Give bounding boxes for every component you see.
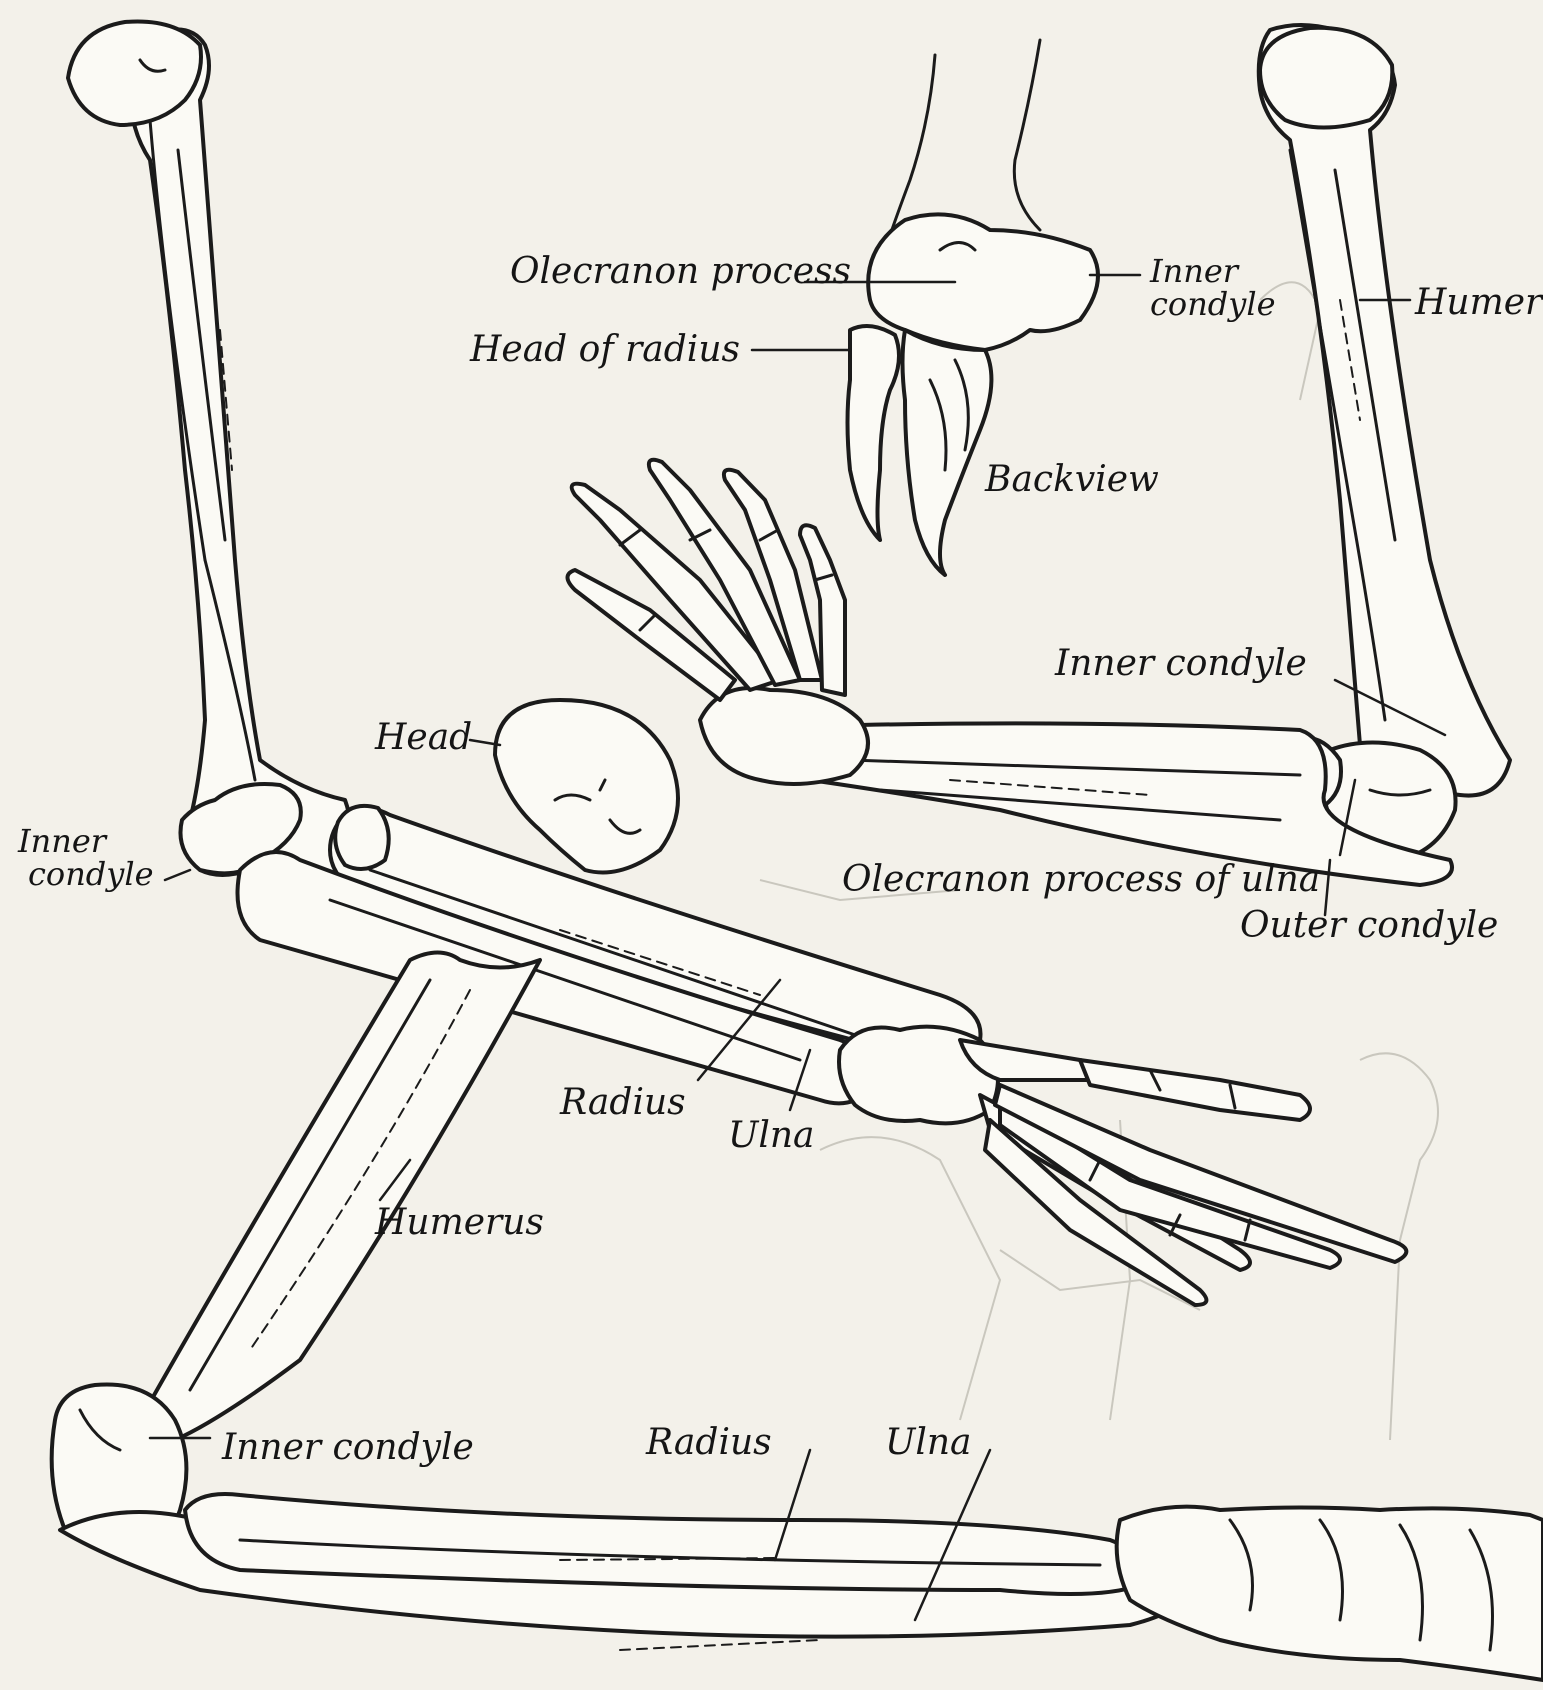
- label-inner-condyle-back-line1: Inner: [1150, 255, 1238, 287]
- backview-radius-head: [848, 326, 900, 540]
- label-radius-mid: Radius: [560, 1085, 686, 1121]
- label-head: Head: [375, 720, 472, 756]
- label-inner-condyle-bottom: Inner condyle: [222, 1430, 474, 1466]
- label-outer-condyle: Outer condyle: [1240, 908, 1498, 944]
- label-head-of-radius: Head of radius: [470, 332, 740, 368]
- label-ulna-bottom: Ulna: [885, 1425, 972, 1461]
- label-olecranon-process: Olecranon process: [510, 254, 851, 290]
- label-radius-bottom: Radius: [646, 1425, 772, 1461]
- right-arm-figure: [797, 25, 1510, 885]
- label-inner-condyle-back-line2: condyle: [1150, 288, 1276, 320]
- upper-left-arm-figure: [68, 21, 981, 1103]
- head-sphere: [495, 700, 678, 873]
- bottom-humerus: [140, 953, 540, 1441]
- mid-hand: [839, 1027, 1406, 1305]
- label-humer: Humer: [1415, 285, 1542, 321]
- left-humerus-shaft: [128, 29, 351, 883]
- label-backview: Backview: [985, 462, 1159, 498]
- label-ulna-mid: Ulna: [728, 1118, 815, 1154]
- label-olecranon-process-of-ulna: Olecranon process of ulna: [842, 862, 1320, 898]
- label-inner-condyle-right: Inner condyle: [1055, 646, 1307, 682]
- label-inner-condyle-left-line2: condyle: [28, 858, 154, 890]
- label-humerus: Humerus: [375, 1205, 544, 1241]
- label-inner-condyle-left-line1: Inner: [18, 825, 106, 857]
